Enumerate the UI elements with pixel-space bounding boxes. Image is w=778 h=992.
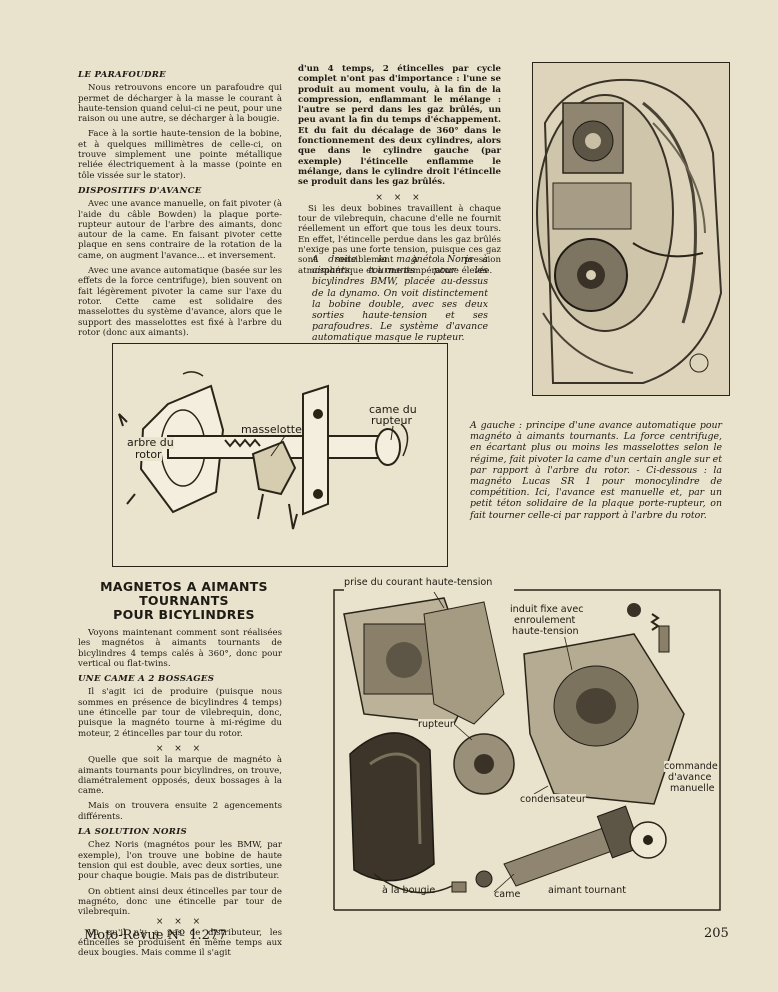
- page-number: 205: [704, 926, 729, 941]
- paragraph: Voyons maintenant comment sont réalisées…: [78, 628, 282, 669]
- section-title-line3: POUR BICYLINDRES: [113, 607, 255, 622]
- label-commande-line1: commande: [664, 761, 718, 772]
- label-came-line2: rupteur: [371, 414, 413, 427]
- label-condensateur: condensateur: [520, 794, 586, 805]
- heading-parafoudre: LE PARAFOUDRE: [78, 70, 167, 80]
- label-induit-line3: haute-tension: [512, 626, 579, 637]
- label-aimant: aimant tournant: [548, 885, 626, 896]
- lower-left-column: Voyons maintenant comment sont réalisées…: [78, 628, 282, 964]
- heading-came: UNE CAME A 2 BOSSAGES: [78, 674, 215, 685]
- section-title-line1: MAGNETOS A AIMANTS: [100, 579, 268, 594]
- section-title-line2: TOURNANTS: [139, 593, 229, 608]
- paragraph: d'un 4 temps, 2 étincelles par cycle com…: [298, 64, 501, 188]
- paragraph: Avec une avance manuelle, on fait pivote…: [78, 199, 282, 261]
- paragraph: Face à la sortie haute-tension de la bob…: [78, 129, 282, 181]
- paragraph: Chez Noris (magnétos pour les BMW, par e…: [78, 840, 282, 882]
- left-column: LE PARAFOUDRE Nous retrouvons encore un …: [78, 66, 282, 343]
- label-masselotte: masselotte: [241, 423, 302, 436]
- separator-stars: × × ×: [375, 192, 424, 203]
- noris-photo-drawing: [533, 63, 729, 395]
- heading-noris: LA SOLUTION NORIS: [78, 827, 188, 838]
- caption-advance-lucas: A gauche : principe d'une avance automat…: [470, 420, 722, 521]
- advance-diagram-drawing: [118, 371, 409, 530]
- separator-stars: × × ×: [155, 743, 205, 754]
- heading-dispositifs: DISPOSITIFS D'AVANCE: [78, 185, 202, 196]
- label-prise: prise du courant haute-tension: [342, 577, 495, 588]
- paragraph: Mais on trouvera ensuite 2 agencements d…: [78, 801, 282, 822]
- paragraph: Avec une avance automatique (basée sur l…: [78, 266, 282, 338]
- paragraph: Quelle que soit la marque de magnéto à a…: [78, 755, 282, 797]
- lucas-exploded-diagram: prise du courant haute-tension induit fi…: [333, 574, 721, 911]
- separator-stars: × × ×: [155, 917, 205, 928]
- label-commande-line2: d'avance: [668, 772, 712, 783]
- magazine-footer: Moto-Revue Nº 1.277: [84, 928, 227, 943]
- label-induit-line2: enroulement: [514, 615, 576, 626]
- label-arbre-line2: rotor: [135, 448, 162, 461]
- paragraph: On obtient ainsi deux étincelles par tou…: [78, 886, 282, 918]
- label-came-line1: came du: [369, 403, 417, 416]
- paragraph: Vu qu'il n'y a pas de distributeur, les …: [78, 927, 282, 959]
- caption-noris: A droite : la magnéto Noris à aimants to…: [312, 254, 488, 344]
- label-came: came: [494, 889, 521, 900]
- label-commande-line3: manuelle: [670, 783, 715, 794]
- noris-magneto-photo: [532, 62, 730, 396]
- lucas-diagram-frame: [333, 589, 721, 911]
- paragraph: Il s'agit ici de produire (puisque nous …: [78, 687, 282, 739]
- middle-column: d'un 4 temps, 2 étincelles par cycle com…: [298, 64, 501, 281]
- label-arbre-line1: arbre du: [127, 436, 174, 449]
- paragraph: Nous retrouvons encore un parafoudre qui…: [78, 83, 282, 125]
- advance-diagram: masselotte came du rupteur arbre du roto…: [112, 343, 448, 567]
- label-induit-line1: induit fixe avec: [510, 604, 584, 615]
- paragraph: Si les deux bobines travaillent à chaque…: [298, 203, 501, 276]
- label-bougie: à la bougie: [382, 885, 436, 896]
- label-rupteur: rupteur: [418, 719, 454, 730]
